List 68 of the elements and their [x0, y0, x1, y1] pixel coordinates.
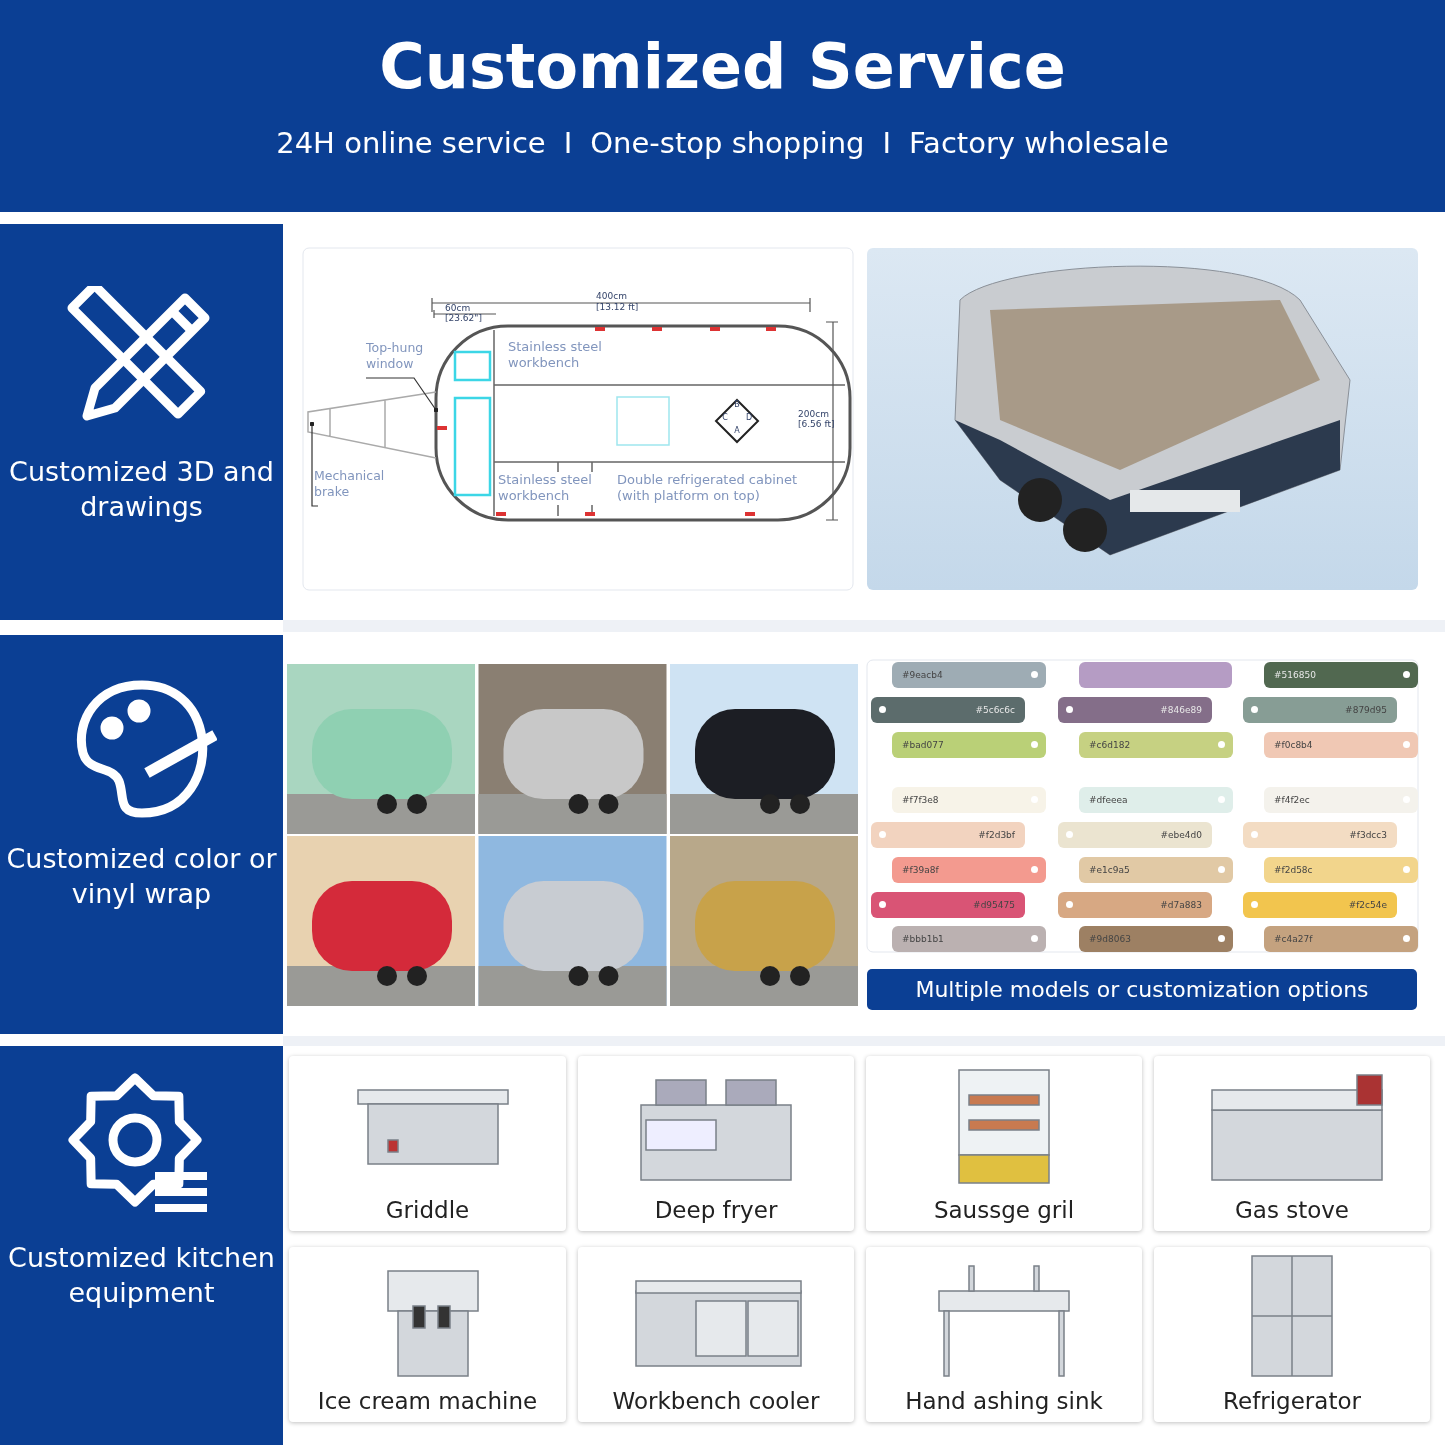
product-card — [578, 1247, 854, 1422]
title: Customized Service — [379, 30, 1066, 103]
leader-line — [365, 377, 439, 413]
color-code: #e1c9a5 — [1089, 865, 1130, 875]
color-code: #bbb1b1 — [902, 934, 944, 944]
color-code: #d95475 — [973, 900, 1015, 910]
color-code: #f39a8f — [902, 865, 939, 875]
product-name: Hand ashing sink — [905, 1388, 1103, 1414]
symbol-letter: C — [721, 414, 729, 422]
dimension-label: 200cm — [798, 410, 830, 419]
dimension-label: 400cm — [596, 292, 628, 301]
color-code: #bad077 — [902, 740, 944, 750]
symbol-letter: A — [733, 427, 741, 435]
panel-heading: Customized kitchen equipment — [7, 1241, 276, 1311]
product-name: Saussge gril — [933, 1197, 1075, 1223]
caption-bar: Multiple models or customization options — [867, 969, 1417, 1010]
product-card — [866, 1247, 1142, 1422]
part-label: Double refrigerated cabinet (with platform on top) — [617, 472, 799, 505]
product-name: Deep fryer — [654, 1197, 778, 1223]
color-code: #c4a27f — [1274, 934, 1313, 944]
subtitle-text: One-stop shopping — [590, 126, 865, 160]
product-card — [578, 1056, 854, 1231]
color-code: #ebe4d0 — [1160, 830, 1202, 840]
product-name: Refrigerator — [1223, 1388, 1361, 1414]
sidebar-panel — [0, 224, 283, 620]
leader-line — [309, 421, 319, 507]
dimension-label: [13.12 ft] — [596, 303, 640, 312]
color-code: #f4f2ec — [1274, 795, 1310, 805]
color-code: #5c6c6c — [975, 705, 1015, 715]
color-code: #9d8063 — [1089, 934, 1131, 944]
callout-label: Mechanical brake — [314, 468, 386, 500]
dimension-label: [6.56 ft] — [798, 420, 836, 429]
color-code: #dfeeea — [1089, 795, 1128, 805]
product-card — [1154, 1247, 1430, 1422]
color-code: #f2c54e — [1348, 900, 1387, 910]
product-name: Griddle — [385, 1197, 470, 1223]
panel-heading: Customized color or vinyl wrap — [5, 842, 278, 912]
product-card — [289, 1056, 566, 1231]
color-code: #9eacb4 — [902, 670, 943, 680]
symbol-letter: B — [733, 401, 741, 409]
color-code: #f2d3bf — [978, 830, 1015, 840]
product-name: Workbench cooler — [612, 1388, 820, 1414]
subtitle-text: 24H online service — [276, 126, 546, 160]
product-name: Gas stove — [1234, 1197, 1349, 1223]
color-code: #f3dcc3 — [1349, 830, 1387, 840]
color-code: #516850 — [1274, 670, 1316, 680]
color-code: #d7a883 — [1160, 900, 1202, 910]
product-card — [1154, 1056, 1430, 1231]
dimension-label: 60cm — [445, 304, 472, 313]
callout-label: Top-hung window — [366, 340, 425, 372]
sidebar-panel — [0, 635, 283, 1034]
symbol-letter: D — [744, 414, 754, 422]
product-name: Ice cream machine — [317, 1388, 538, 1414]
color-code: #c6d182 — [1089, 740, 1131, 750]
color-code: #879d95 — [1345, 705, 1387, 715]
sidebar-panel — [0, 1046, 283, 1445]
color-code: #f2d58c — [1274, 865, 1313, 875]
part-label: Stainless steel workbench — [508, 339, 603, 372]
dimension-label: [23.62"] — [445, 314, 483, 323]
separator: I — [882, 126, 892, 160]
product-card — [289, 1247, 566, 1422]
separator: I — [563, 126, 573, 160]
color-code: #f7f3e8 — [902, 795, 939, 805]
panel-heading: Customized 3D and drawings — [8, 455, 275, 525]
color-code: #f0c8b4 — [1274, 740, 1313, 750]
color-code: #846e89 — [1160, 705, 1202, 715]
product-card — [866, 1056, 1142, 1231]
subtitle-text: Factory wholesale — [909, 126, 1169, 160]
